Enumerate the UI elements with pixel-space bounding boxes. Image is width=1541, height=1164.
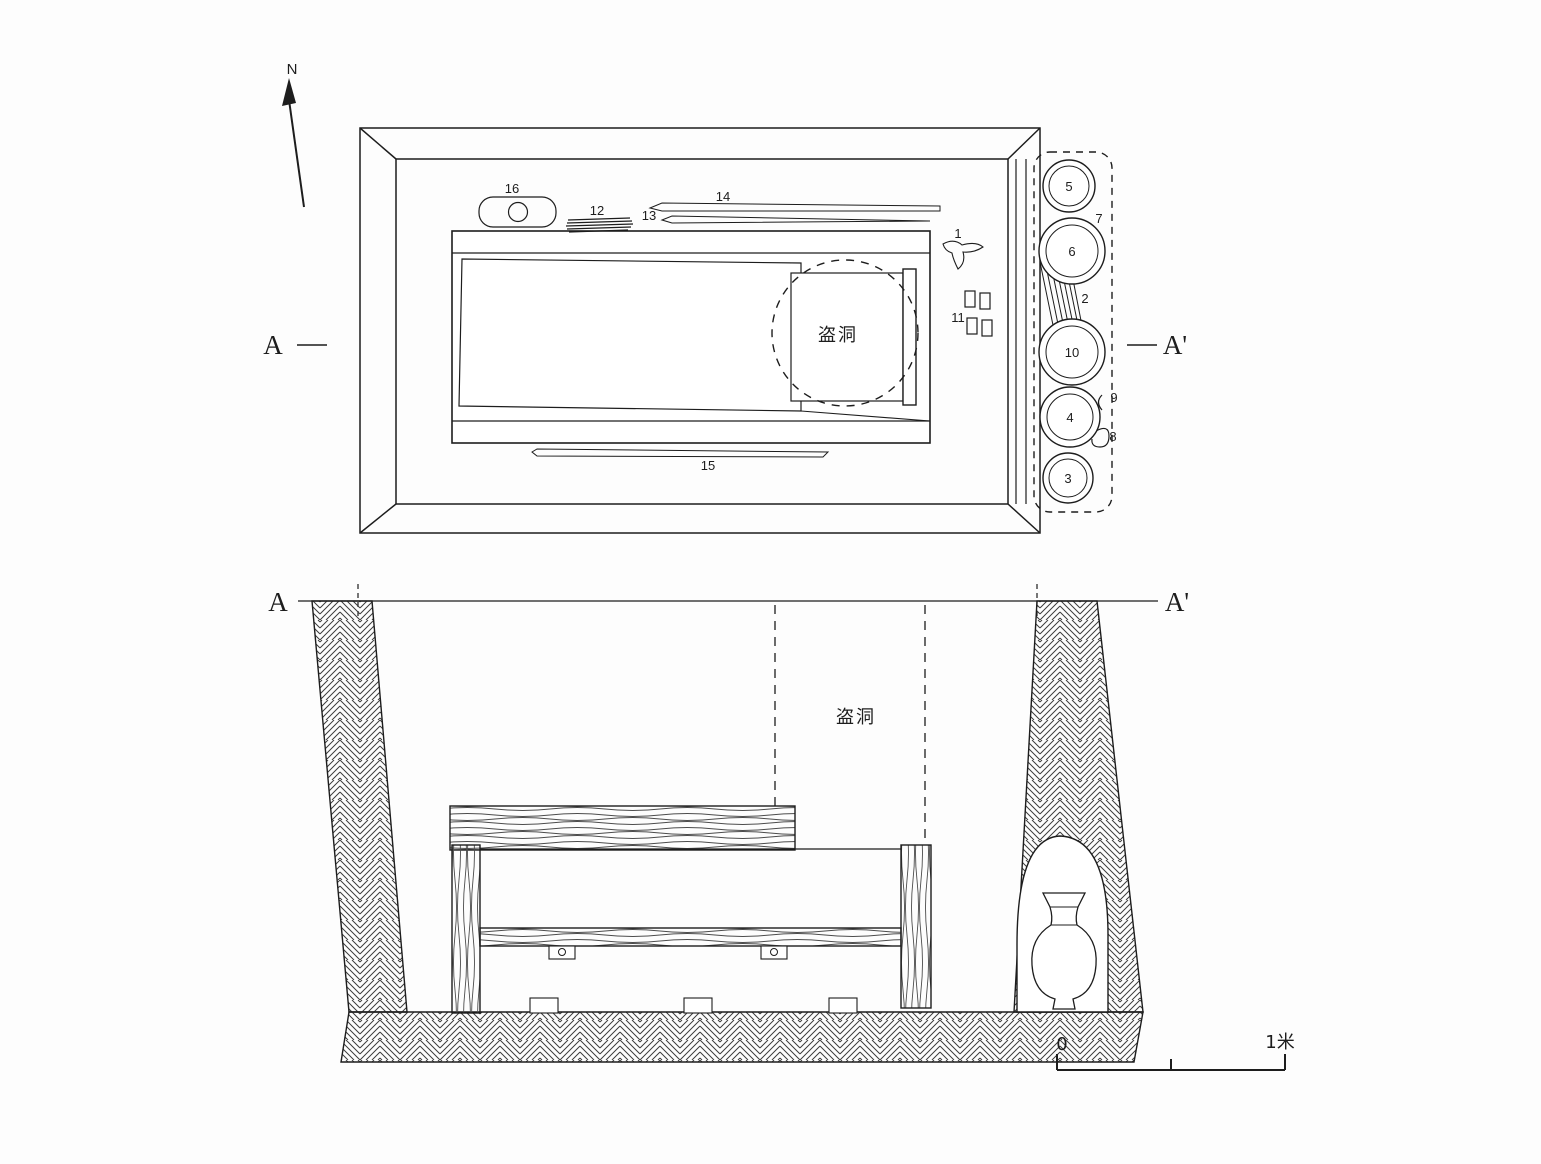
artifact-label-9: 9 [1110,390,1117,405]
vessel-label-3: 3 [1064,471,1071,486]
section-coffin-left-end-plank [451,844,481,1014]
vessel-4-inner [1046,393,1094,441]
section-marker-a-prime: A' [1165,587,1189,617]
vessel-10-inner [1045,325,1099,379]
plan-inner-coffin-outline [790,272,904,402]
scale-bar [1056,1054,1286,1071]
artifact-label-16: 16 [505,181,519,196]
plan-section-marker-a-prime: A' [1163,330,1187,360]
artifact-label-1: 1 [954,226,961,241]
artifact-8-curl [1091,427,1110,448]
artifact-label-11: 11 [951,310,965,325]
plan-view [359,127,1041,534]
artifact-label-7: 7 [1095,211,1102,226]
artifact-label-8: 8 [1109,429,1116,444]
plan-pit-mouth-outline [359,127,1041,534]
plan-robber-hole-label: 盗洞 [818,325,858,346]
plan-corner-line-se [1007,503,1041,534]
section-ground-runner-1 [529,997,559,1014]
artifact-label-14: 14 [716,189,730,204]
artifact-1-ornament [942,240,984,270]
section-coffin [449,805,932,1014]
plan-corner-line-ne [1007,127,1041,160]
plan-coffin-broken-edge-line [800,410,931,422]
artifact-16-knob [507,201,529,223]
section-floor-cleat-2-peg [770,948,778,956]
section-niche-vessel [1031,892,1097,1010]
plan-vessel-group [1033,151,1113,513]
plan-inner-coffin-end-board [902,268,917,406]
scale-one-meter-label: 1米 [1265,1032,1294,1053]
artifact-13-rod [660,215,931,224]
north-arrow [282,78,305,208]
artifact-11-plaque-3 [966,317,978,335]
artifact-14-staff [648,202,941,212]
artifact-label-15: 15 [701,458,715,473]
plan-section-marker-a: A [263,330,283,360]
vessel-label-4: 4 [1066,410,1073,425]
section-coffin-cover-plank [449,805,796,851]
vessel-label-5: 5 [1065,179,1072,194]
section-floor-cleat-1-peg [558,948,566,956]
artifact-12-slips [565,217,634,233]
artifact-11-plaque-1 [964,290,976,308]
artifact-16-box [478,196,557,228]
north-arrow-shaft [288,99,305,208]
artifact-11-plaque-2 [979,292,991,310]
artifact-label-2: 2 [1081,291,1088,306]
plan-coffin-chamber [451,230,931,444]
plan-artifacts [478,196,1110,458]
artifact-label-13: 13 [642,208,656,223]
vessel-group-dashed-boundary [1033,151,1113,513]
section-floor-hatch [340,1011,1144,1063]
plan-corner-line-sw [359,503,397,534]
vessel-label-10: 10 [1065,345,1079,360]
section-coffin-right-end-plank [900,844,932,1009]
artifact-9-mark [1097,394,1103,411]
scale-zero-label: 0 [1056,1034,1067,1055]
plan-robber-hole-dashed-circle [771,259,919,407]
vessel-5-inner [1048,165,1090,207]
artifact-11-plaque-4 [981,319,993,337]
section-marker-a: A [268,587,288,617]
section-floor-cleat-1 [548,945,576,960]
section-robber-hole-label: 盗洞 [836,707,876,728]
vessel-3-inner [1048,458,1088,498]
plan-corner-line-nw [359,127,397,160]
artifact-15-rod [531,448,830,458]
vessel-label-6: 6 [1068,244,1075,259]
vessel-6-inner [1045,224,1099,278]
section-ground-runner-2 [683,997,713,1014]
section-soil [311,600,1144,1063]
north-label: N [287,61,298,78]
section-floor-cleat-2 [760,945,788,960]
plan-pit-bottom-outline [395,158,1009,505]
north-arrow-head [282,78,296,106]
plan-coffin-lid-slab [458,258,802,412]
section-coffin-floor-plank [479,927,902,947]
artifact-label-12: 12 [590,203,604,218]
section-ground-runner-3 [828,997,858,1014]
artifact-2-arrow-bundle [1039,259,1084,332]
